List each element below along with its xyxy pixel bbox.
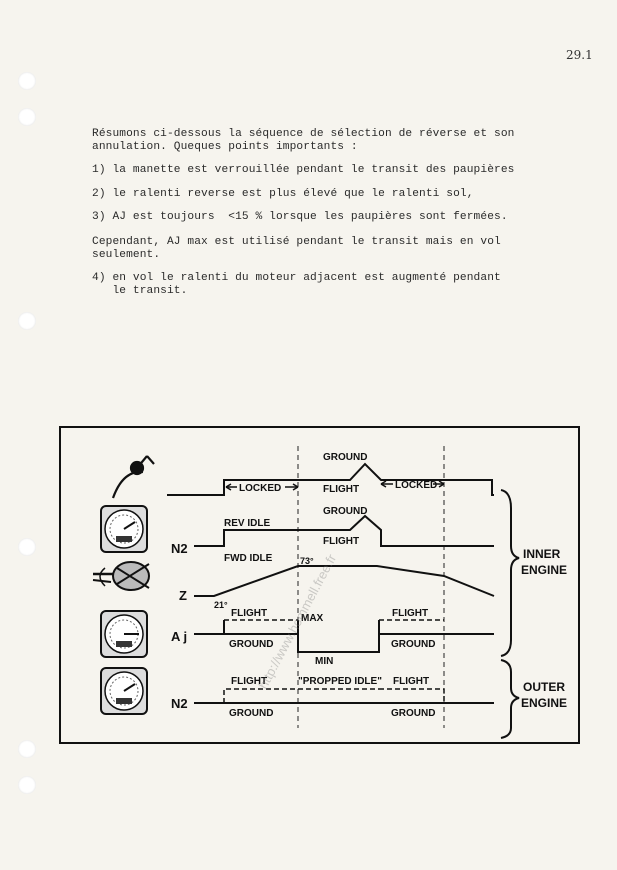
- flight-label: FLIGHT: [323, 484, 359, 495]
- reverse-sequence-diagram: GROUND FLIGHT LOCKED LOCKED GROUND FLIGH…: [59, 426, 580, 744]
- n2-outer-dashed: [223, 688, 445, 703]
- flight-label: FLIGHT: [231, 676, 267, 687]
- text-line: le transit.: [92, 285, 188, 297]
- ground-label: GROUND: [391, 708, 435, 719]
- n2-inner-trace: [194, 514, 494, 547]
- rev-idle-label: REV IDLE: [224, 518, 270, 529]
- outer-engine-brace: [500, 659, 520, 739]
- flight-label: FLIGHT: [393, 676, 429, 687]
- locked-label: LOCKED: [395, 480, 437, 491]
- text-line: annulation. Queques points importants :: [92, 141, 358, 153]
- ground-label: GROUND: [323, 506, 367, 517]
- outer-engine-label: OUTER: [523, 680, 565, 694]
- throttle-trace: [167, 462, 494, 496]
- text-line: Résumons ci-dessous la séquence de sélec…: [92, 128, 515, 140]
- max-label: MAX: [301, 613, 324, 624]
- degree-label: 21°: [214, 600, 228, 610]
- n2-label: N2: [171, 541, 188, 556]
- n2-gauge-icon: [100, 667, 148, 715]
- text-line: Cependant, AJ max est utilisé pendant le…: [92, 236, 501, 248]
- punch-hole: [18, 776, 36, 794]
- aj-trace: [194, 620, 494, 653]
- locked-arrows: [225, 480, 445, 491]
- ground-label: GROUND: [229, 708, 273, 719]
- punch-hole: [18, 312, 36, 330]
- ground-label: GROUND: [323, 452, 367, 463]
- degree-label: 73°: [300, 556, 314, 566]
- inner-engine-label: INNER: [523, 547, 561, 561]
- punch-hole: [18, 108, 36, 126]
- aj-gauge-icon: [100, 610, 148, 658]
- n2-gauge-icon: [100, 505, 148, 553]
- z-trace: [194, 565, 495, 597]
- throttle-lever-icon: [111, 455, 155, 499]
- n2-label: N2: [171, 696, 188, 711]
- page-number: 29.1: [566, 48, 593, 62]
- inner-engine-brace: [500, 489, 520, 657]
- inner-engine-label: ENGINE: [521, 563, 567, 577]
- propped-idle-label: "PROPPED IDLE": [298, 676, 382, 687]
- flight-label: FLIGHT: [323, 536, 359, 547]
- ground-label: GROUND: [229, 639, 273, 650]
- aj-label: A j: [171, 629, 187, 644]
- text-line: 2) le ralenti reverse est plus élevé que…: [92, 188, 474, 200]
- fwd-idle-label: FWD IDLE: [224, 553, 273, 564]
- min-label: MIN: [315, 656, 333, 667]
- flight-label: FLIGHT: [392, 608, 428, 619]
- z-label: Z: [179, 588, 187, 603]
- transit-lines: [297, 446, 445, 728]
- outer-engine-label: ENGINE: [521, 696, 567, 710]
- text-line: 3) AJ est toujours <15 % lorsque les pau…: [92, 211, 508, 223]
- text-line: seulement.: [92, 249, 161, 261]
- thrust-reverser-icon: [92, 561, 150, 591]
- text-line: 4) en vol le ralenti du moteur adjacent …: [92, 272, 501, 284]
- watermark: http://www.hommell.free.fr: [255, 551, 339, 691]
- punch-hole: [18, 72, 36, 90]
- text-line: 1) la manette est verrouillée pendant le…: [92, 164, 515, 176]
- diagram-svg: GROUND FLIGHT LOCKED LOCKED GROUND FLIGH…: [92, 446, 567, 739]
- punch-hole: [18, 538, 36, 556]
- ground-label: GROUND: [391, 639, 435, 650]
- locked-label: LOCKED: [239, 483, 281, 494]
- punch-hole: [18, 740, 36, 758]
- flight-label: FLIGHT: [231, 608, 267, 619]
